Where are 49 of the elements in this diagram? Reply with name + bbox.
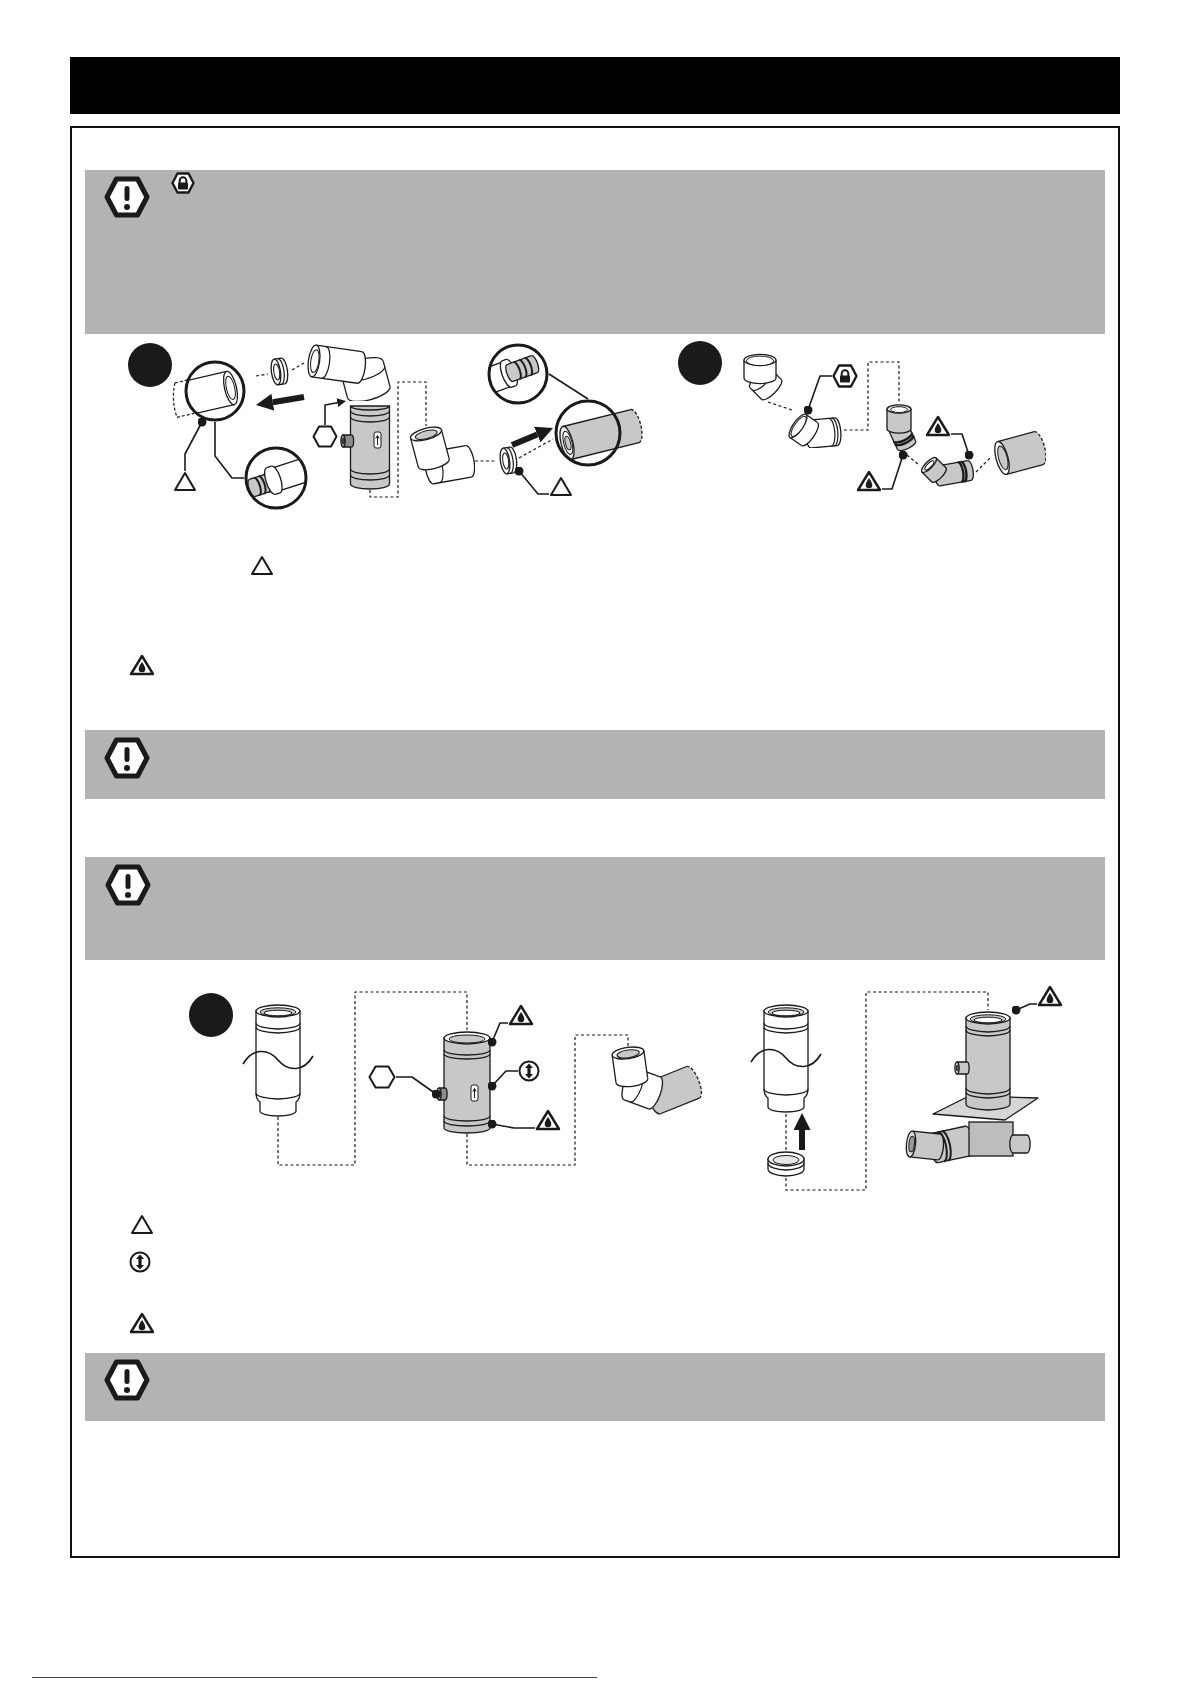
triangle-icon: [173, 471, 197, 492]
detail-circle-drawing: [244, 446, 308, 510]
broken-pipe-drawing: [750, 1003, 822, 1113]
up-down-arrows-icon: [518, 1060, 540, 1082]
lock-hexagon-icon: [832, 364, 858, 388]
dashed-guide-line: [474, 460, 498, 462]
block-arrow: [510, 426, 553, 448]
leader-line: [950, 433, 974, 460]
droplet-warning-icon: [535, 1109, 561, 1131]
broken-pipe-drawing: [242, 1003, 314, 1117]
cap-drawing: [767, 1150, 805, 1178]
elbow-drawing: [919, 455, 976, 489]
leader-line: [184, 417, 207, 472]
tee-pipe-drawing: [340, 403, 392, 490]
leader-line: [487, 1119, 536, 1129]
droplet-warning-icon: [1037, 985, 1063, 1007]
dashed-guide-line: [785, 991, 989, 1191]
leader-line: [1011, 1003, 1038, 1015]
hexagon-icon: [368, 1065, 396, 1089]
dashed-guide-line: [466, 1034, 629, 1166]
dashed-guide-line: [369, 381, 427, 498]
dashed-guide-line: [277, 991, 468, 1166]
dashed-guide-line: [767, 401, 793, 411]
dashed-guide-line: [843, 361, 900, 431]
leader-line: [514, 466, 550, 495]
triangle-icon: [549, 476, 573, 497]
hexagon-icon: [312, 425, 338, 448]
detail-circle-drawing: [487, 343, 549, 405]
leader-line: [487, 1070, 519, 1091]
dashed-guide-line: [785, 1112, 787, 1151]
leader-arrow: [324, 398, 347, 426]
leader-line: [487, 1022, 509, 1047]
dashed-guide-line: [255, 373, 269, 377]
block-arrow: [793, 1113, 811, 1150]
connector-line: [548, 373, 589, 400]
leader-line: [881, 450, 908, 490]
leader-line: [395, 1076, 441, 1099]
magnified-pipe-drawing: [553, 399, 645, 469]
dashed-guide-line: [906, 454, 920, 466]
dashed-guide-line: [291, 362, 305, 371]
droplet-warning-icon: [856, 470, 882, 492]
droplet-warning-icon: [508, 1004, 534, 1026]
block-arrow: [256, 393, 305, 411]
dashed-guide-line: [975, 457, 991, 473]
leader-line: [803, 375, 833, 415]
droplet-warning-icon: [925, 415, 951, 437]
tee-pipe-drawing: [436, 1030, 492, 1134]
seal-ring-drawing: [497, 445, 519, 477]
connector-line: [214, 421, 245, 479]
